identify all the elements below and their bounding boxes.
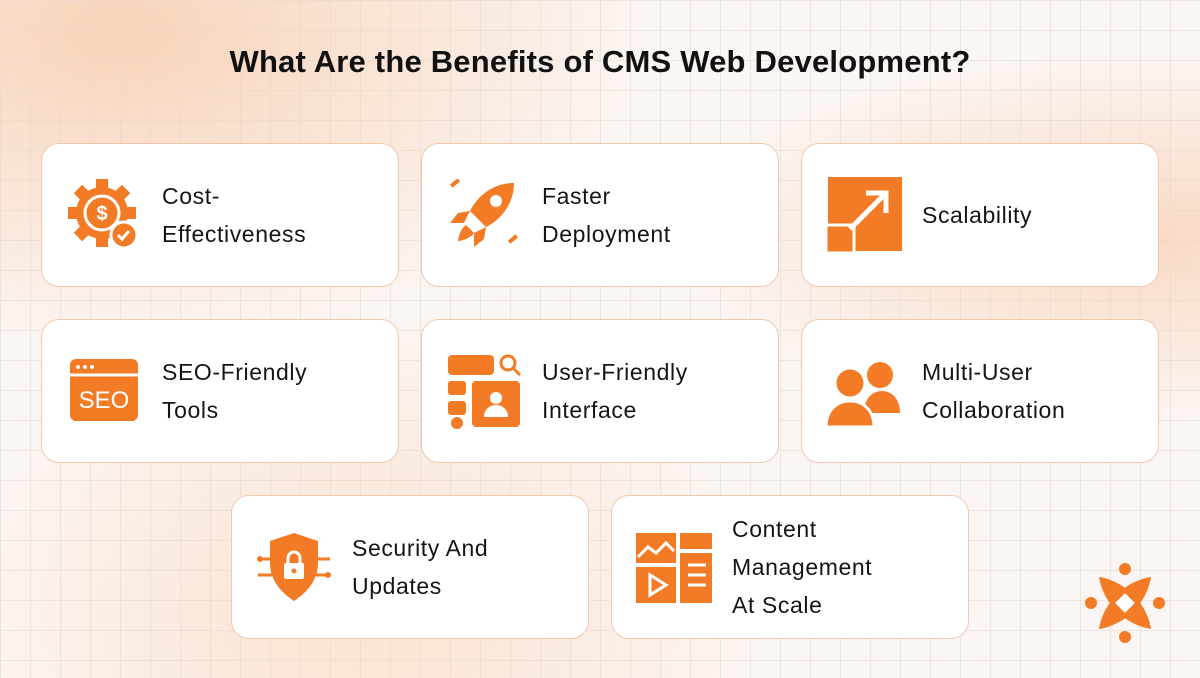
card-title-line: Deployment <box>542 221 671 247</box>
svg-text:$: $ <box>96 203 107 225</box>
shield-lock-icon <box>256 529 332 605</box>
card-title-line: Updates <box>352 573 442 599</box>
seo-browser-icon: SEO <box>66 353 142 429</box>
svg-text:SEO: SEO <box>79 387 130 414</box>
rocket-icon <box>446 177 522 253</box>
gear-dollar-icon: $ <box>66 177 142 253</box>
card-title-line: Management <box>732 554 873 580</box>
card-scalability: Scalability <box>801 143 1159 287</box>
card-title-line: Scalability <box>922 202 1033 228</box>
card-title-line: SEO-Friendly <box>162 359 308 385</box>
card-title-line: Effectiveness <box>162 221 307 247</box>
users-icon <box>824 353 902 429</box>
card-title-line: Multi-User <box>922 359 1033 385</box>
content-layout-icon <box>636 529 712 605</box>
card-title-line: Faster <box>542 183 611 209</box>
card-title-line: Interface <box>542 397 637 423</box>
card-title-line: Security And <box>352 535 489 561</box>
card-title-line: Cost- <box>162 183 220 209</box>
card-title-line: Collaboration <box>922 397 1066 423</box>
scale-arrow-icon <box>824 177 902 255</box>
card-cost-effectiveness: $ Cost- Effectiveness <box>41 143 399 287</box>
page-title: What Are the Benefits of CMS Web Develop… <box>229 44 971 79</box>
card-title-line: Tools <box>162 397 219 423</box>
interface-icon <box>446 353 522 429</box>
card-title-line: At Scale <box>732 592 823 618</box>
card-title-line: User-Friendly <box>542 359 688 385</box>
card-title-line: Content <box>732 516 817 542</box>
brand-logo-icon <box>1085 563 1165 643</box>
